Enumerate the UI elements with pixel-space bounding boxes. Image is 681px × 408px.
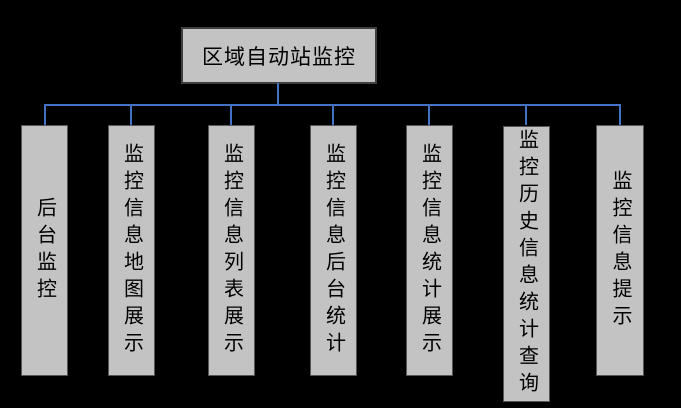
- connector-drop: [230, 106, 232, 125]
- node-label: 监控信息提示: [609, 169, 631, 332]
- connector-drop: [525, 106, 527, 125]
- node-monitoring-info-backend-statistics: 监控信息后台统计: [310, 125, 357, 376]
- connector-stem: [277, 83, 279, 104]
- node-label: 监控信息地图展示: [120, 142, 143, 359]
- node-backend-monitoring: 后台监控: [21, 125, 68, 376]
- node-label: 监控历史信息统计查询: [515, 129, 538, 399]
- node-label: 监控信息统计展示: [418, 142, 441, 359]
- connector-drop: [428, 106, 430, 125]
- node-monitoring-info-map-display: 监控信息地图展示: [108, 125, 155, 376]
- root-node: 区域自动站监控: [181, 27, 377, 84]
- node-monitoring-info-list-display: 监控信息列表展示: [208, 125, 255, 376]
- connector-drop: [619, 106, 621, 125]
- connector-drop: [44, 106, 46, 125]
- node-monitoring-info-prompt: 监控信息提示: [596, 125, 644, 376]
- node-monitoring-history-statistics-query: 监控历史信息统计查询: [503, 126, 550, 402]
- node-label: 监控信息列表展示: [220, 142, 243, 359]
- connector-bus: [44, 104, 621, 106]
- connector-drop: [130, 106, 132, 125]
- node-label: 监控信息后台统计: [322, 142, 345, 359]
- node-monitoring-info-statistics-display: 监控信息统计展示: [406, 125, 453, 376]
- connector-drop: [332, 106, 334, 125]
- root-node-label: 区域自动站监控: [202, 44, 356, 69]
- node-label: 后台监控: [33, 196, 56, 305]
